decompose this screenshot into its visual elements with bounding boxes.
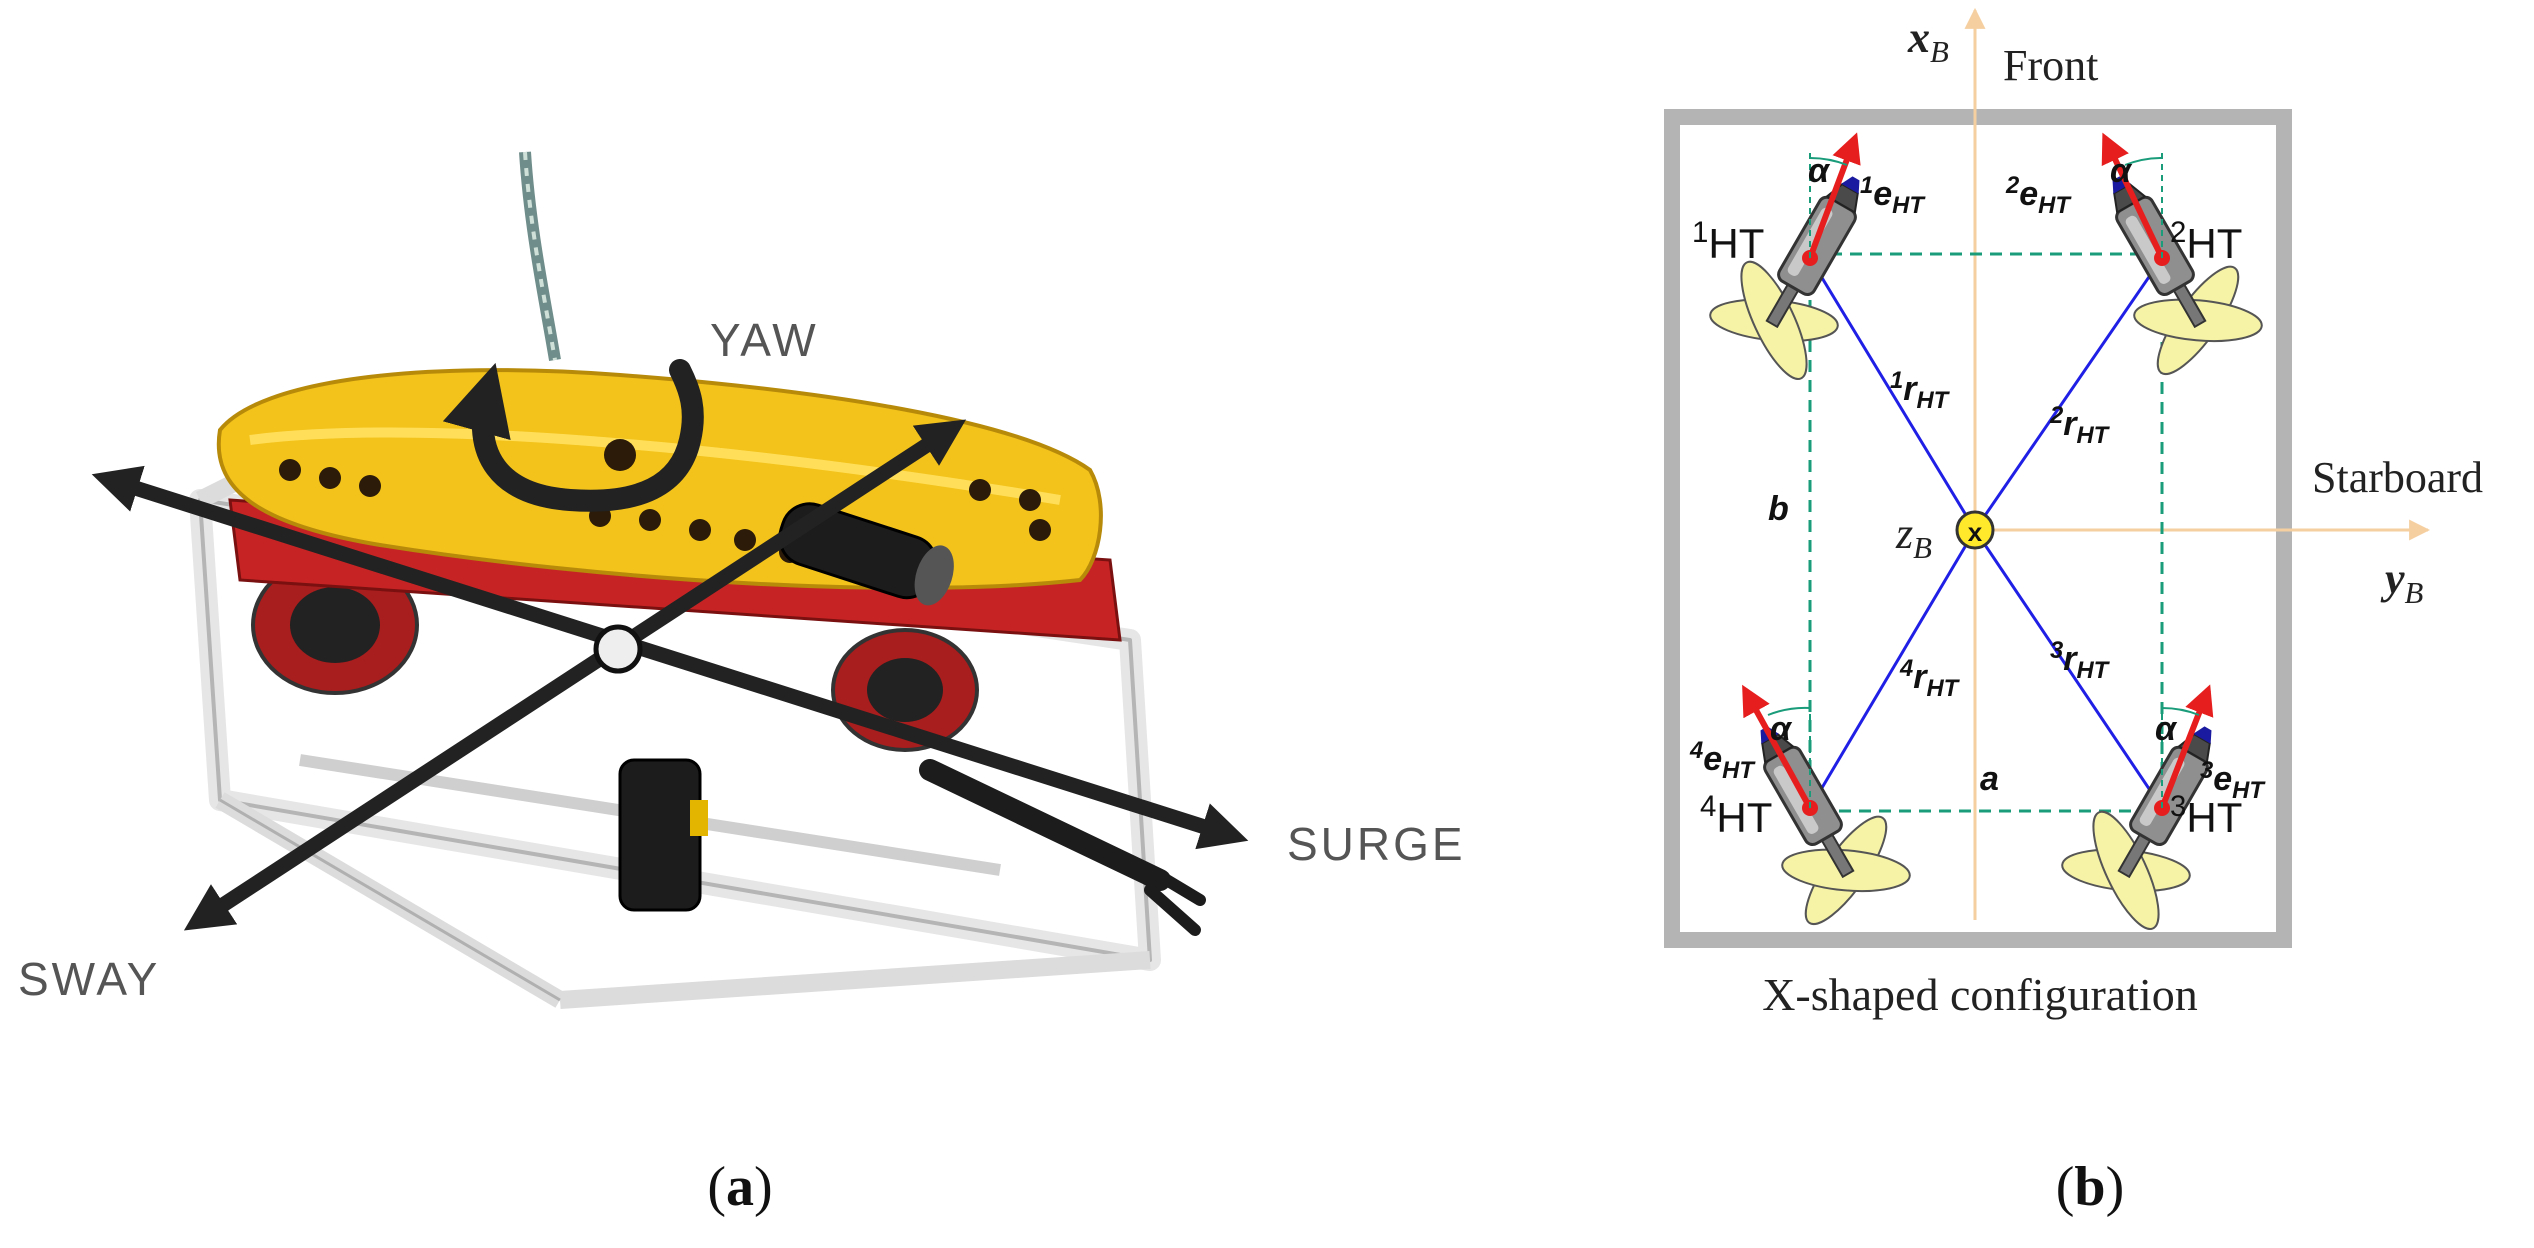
alpha-label-4: α [1770,710,1793,748]
e2-thrust-vector [2101,132,2165,260]
dimension-a-label: a [1980,760,1999,798]
e1-label: 1eHT [1860,172,1926,219]
body-origin-point [1955,510,1995,550]
thruster-layout-dashed-rect [1808,252,2164,813]
thruster-4-label: 4HT [1700,790,1772,841]
z-axis-label: zB [1895,509,1932,565]
x-axis-label: xB [1907,13,1949,69]
panel-b-caption: (b) [2056,1156,2124,1218]
dimension-b-label: b [1768,490,1789,528]
panel-a-caption: (a) [707,1156,772,1218]
alpha-label-3: α [2155,710,2178,748]
e4-label: 4eHT [1689,737,1756,784]
e3-label: 3eHT [2200,757,2266,804]
y-axis-label: yB [2380,554,2424,610]
r4-position-vector [1808,529,1977,810]
alpha-label-2: α [2110,152,2133,190]
r4-label: 4rHT [1899,655,1961,702]
r2-label: 2rHT [2049,402,2111,449]
thruster-3-label: 3HT [2170,790,2242,841]
r3-position-vector [1973,529,2164,810]
panel-a-rov-illustration [189,151,1206,1009]
alpha-arc-1 [1809,156,1848,166]
sway-label: SWAY [18,953,160,1005]
e3-thrust-vector [2159,684,2214,810]
yaw-label: YAW [710,314,819,366]
thruster-2-label: 2HT [2170,216,2242,267]
alpha-label-1: α [1808,152,1831,190]
e1-thrust-vector [1807,132,1861,260]
r1-position-vector [1808,256,1977,531]
r1-label: 1rHT [1890,367,1951,414]
starboard-label: Starboard [2312,453,2483,502]
surge-label: SURGE [1287,818,1466,870]
front-label: Front [2003,41,2098,90]
rov-origin-point [593,624,643,674]
r3-label: 3rHT [2050,637,2111,684]
alpha-arc-2 [2124,156,2163,166]
alpha-arc-4 [1767,706,1811,716]
body-origin-mark: x [1968,517,1983,547]
e4-thrust-vector [1742,684,1813,810]
thruster-1-label: 1HT [1692,216,1764,267]
alpha-arc-3 [2161,706,2200,716]
r2-position-vector [1973,256,2164,531]
sway-axis-arrow [183,419,967,931]
panel-b-title: X-shaped configuration [1762,969,2198,1020]
e2-label: 2eHT [2005,172,2072,219]
